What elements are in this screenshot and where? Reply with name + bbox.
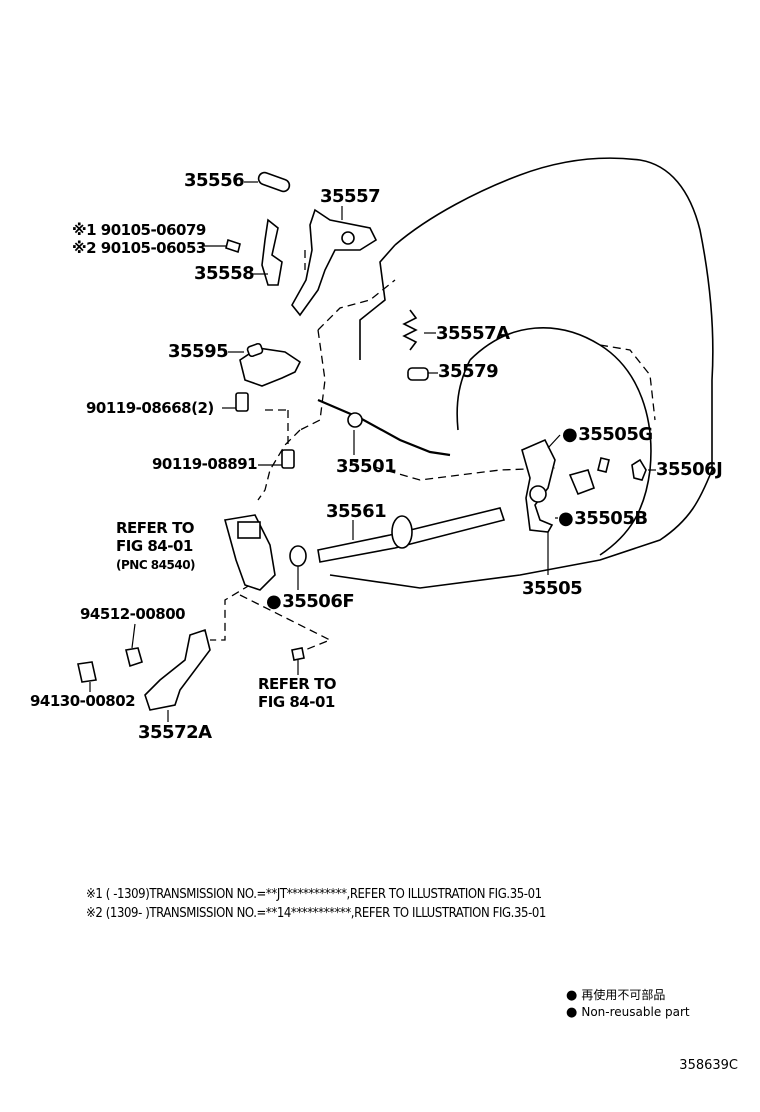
label-35505g: 35505G — [562, 426, 653, 444]
bolt-90119-b — [281, 449, 295, 469]
footnote-2: ※2 (1309- )TRANSMISSION NO.=**14********… — [86, 906, 546, 921]
mark-1: ※1 — [72, 221, 97, 239]
label-35579: 35579 — [438, 361, 499, 382]
refer-label-1-line1: REFER TO — [116, 519, 195, 537]
bolt-90105 — [225, 238, 241, 254]
pin-35556 — [257, 171, 291, 193]
label-94130-00802: 94130-00802 — [30, 692, 136, 710]
bracket-35595 — [239, 347, 302, 387]
figure-id: 358639C — [679, 1058, 738, 1073]
label-35557: 35557 — [320, 186, 381, 207]
label-35572a: 35572A — [138, 722, 212, 743]
label-35501: 35501 — [336, 456, 397, 477]
mark-2: ※2 — [72, 239, 97, 257]
bolt-90119-a — [235, 392, 249, 412]
dashed-case-line — [317, 279, 396, 331]
legend-jp: ●再使用不可部品 — [566, 986, 665, 1003]
lever-35572a — [144, 628, 211, 711]
washer-94512 — [125, 647, 143, 668]
legend-jp-text: 再使用不可部品 — [581, 988, 666, 1002]
refer-label-1-pnc: (PNC 84540) — [116, 558, 196, 572]
part-90105-06079: 90105-06079 — [100, 221, 207, 239]
legend-en: ●Non-reusable part — [566, 1005, 690, 1020]
label-35557a: 35557A — [436, 323, 510, 344]
refer-label-2-line2: FIG 84-01 — [258, 693, 335, 711]
rod-35501 — [317, 398, 451, 457]
seal-35506f — [289, 545, 307, 567]
label-90119-08668: 90119-08668(2) — [86, 399, 214, 417]
clip-35506j — [631, 458, 647, 481]
refer-label-2-line1: REFER TO — [258, 675, 337, 693]
label-35556: 35556 — [184, 170, 245, 191]
label-90105-06053: ※2 90105-06053 — [72, 241, 206, 256]
footnote-1: ※1 ( -1309)TRANSMISSION NO.=**JT********… — [86, 887, 542, 902]
sleeve-35505b — [568, 469, 596, 496]
label-35506j: 35506J — [656, 459, 723, 480]
legend-en-text: Non-reusable part — [581, 1005, 690, 1019]
pin-35579 — [407, 367, 429, 381]
legend-bullet-icon: ● — [566, 988, 578, 1003]
label-35561: 35561 — [326, 501, 387, 522]
legend-bullet-icon: ● — [566, 1005, 578, 1020]
bolt-lower — [291, 647, 305, 661]
label-35505b: 35505B — [558, 510, 648, 528]
lever-35557 — [291, 208, 378, 317]
spring-35557a — [402, 309, 418, 351]
nut-94130 — [77, 661, 97, 683]
label-90105-06079: ※1 90105-06079 — [72, 223, 206, 238]
label-35595: 35595 — [168, 341, 229, 362]
refer-label-1-line2: FIG 84-01 — [116, 537, 193, 555]
label-35506f: 35506F — [266, 593, 354, 611]
part-90105-06053: 90105-06053 — [100, 239, 207, 257]
label-35558: 35558 — [194, 263, 255, 284]
plate-35558 — [261, 218, 283, 286]
pin-35505g — [597, 457, 610, 473]
label-94512-00800: 94512-00800 — [80, 605, 186, 623]
label-35505: 35505 — [522, 578, 583, 599]
label-90119-08891: 90119-08891 — [152, 455, 258, 473]
transmission-case-outline — [329, 157, 714, 589]
